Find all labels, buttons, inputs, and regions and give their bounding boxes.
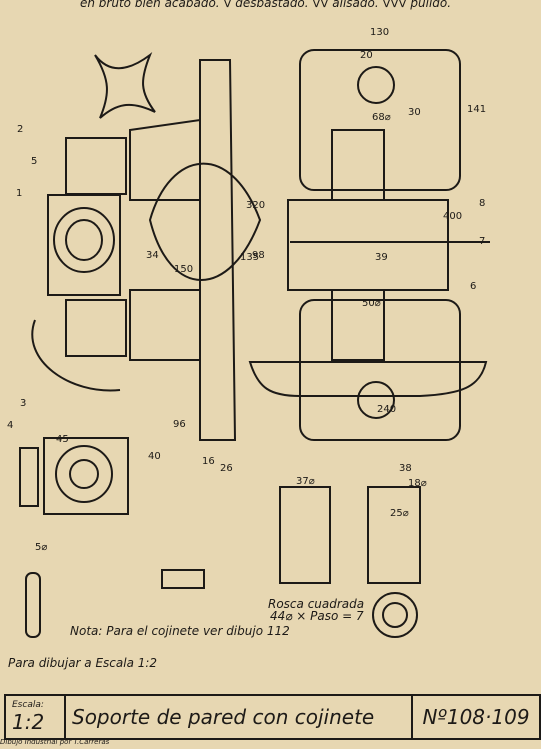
- drawing-number: Nº108·109: [422, 705, 530, 729]
- dim-45: 45: [56, 434, 69, 445]
- dim-135: 135: [240, 252, 259, 263]
- dim-34: 34: [146, 250, 159, 261]
- dim-40: 40: [148, 451, 161, 462]
- dim-38: 38: [399, 463, 412, 474]
- callout-2: 2: [17, 124, 23, 135]
- callout-5: 5: [31, 156, 37, 167]
- cojinete-note: Nota: Para el cojinete ver dibujo 112: [70, 624, 290, 638]
- dim-98: 98: [252, 250, 265, 261]
- dim-68: 68⌀: [372, 112, 391, 123]
- callout-3: 3: [20, 398, 26, 409]
- dim-26: 26: [220, 463, 233, 474]
- dim-141: 141: [467, 104, 486, 115]
- callout-6: 6: [470, 281, 476, 292]
- thread-note-line1: Rosca cuadrada: [268, 597, 365, 611]
- thread-note-line2: 44⌀ × Paso = 7: [270, 609, 364, 623]
- callout-4: 4: [7, 420, 13, 431]
- dim-150: 150: [174, 264, 193, 275]
- dim-240: 240: [377, 404, 396, 415]
- technical-drawing: 2 5 1 3 4 8 7 6 130 20 30 68⌀ 141 400 32…: [7, 27, 490, 638]
- scale-label: Escala:: [12, 700, 44, 710]
- dim-400: 400: [443, 211, 462, 222]
- title-block: Escala: 1:2 Soporte de pared con cojinet…: [4, 694, 541, 740]
- dim-39: 39: [375, 252, 388, 263]
- scale-cell: Escala: 1:2: [6, 696, 66, 738]
- footer-credit: Dibujo Industrial por T.Carreras: [0, 738, 110, 746]
- callout-7: 7: [479, 236, 485, 247]
- dim-18: 18⌀: [408, 478, 427, 489]
- dim-20: 20: [360, 50, 373, 61]
- dim-37: 37⌀: [296, 476, 315, 487]
- callout-8: 8: [479, 198, 485, 209]
- dim-25: 25⌀: [390, 508, 409, 519]
- scale-value: 1:2: [12, 710, 45, 734]
- dim-130: 130: [370, 27, 389, 38]
- top-note: en bruto bien acabado. ∇ desbastado. ∇∇ …: [80, 0, 452, 10]
- dim-320: 320: [246, 200, 265, 211]
- callout-1: 1: [16, 188, 22, 199]
- dim-96: 96: [173, 419, 186, 430]
- dim-30: 30: [408, 107, 421, 118]
- dim-5: 5⌀: [35, 542, 47, 553]
- dim-16: 16: [202, 456, 215, 467]
- dim-50: 50⌀: [362, 298, 381, 309]
- draw-scale-note: Para dibujar a Escala 1:2: [8, 656, 158, 670]
- drawing-title: Soporte de pared con cojinete: [66, 696, 413, 738]
